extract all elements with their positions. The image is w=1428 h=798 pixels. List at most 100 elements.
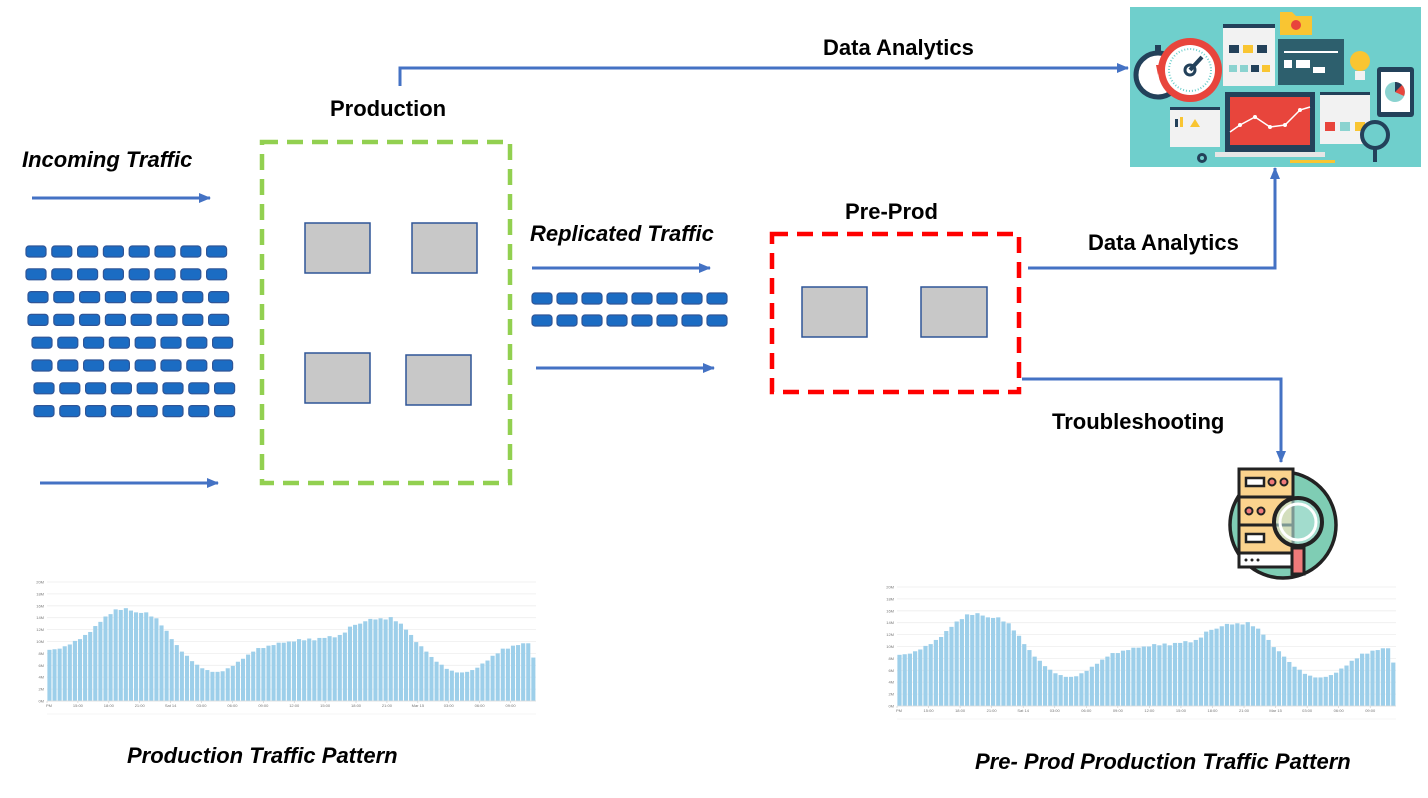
chart-bar (918, 649, 923, 706)
traffic-packet (681, 314, 703, 327)
chart-bar (970, 614, 975, 706)
chart-bar (363, 621, 368, 701)
traffic-packet (53, 291, 75, 304)
chart-bar (220, 671, 225, 701)
chart-bar (1136, 647, 1141, 706)
production-label: Production (330, 96, 447, 121)
chart-bar (276, 642, 281, 701)
traffic-packet (188, 405, 210, 418)
chart-bar (996, 617, 1001, 706)
traffic-packet (208, 291, 230, 304)
traffic-packet (556, 314, 578, 327)
chart-bar (1094, 663, 1100, 706)
chart-bar (1131, 647, 1136, 706)
y-tick-label: 20M (886, 585, 894, 590)
chart-bar (1271, 647, 1276, 706)
chart-bar (912, 651, 918, 706)
production-server (411, 222, 478, 274)
chart-bar (424, 651, 429, 701)
x-tick-label: Sat 14 (1017, 708, 1029, 713)
incoming-packets (25, 245, 236, 418)
chart-bar (88, 631, 93, 701)
chart-bar (1370, 650, 1375, 706)
chart-bar (938, 636, 944, 706)
traffic-packet (25, 268, 47, 281)
chart-bar (980, 615, 985, 706)
x-tick-label: PM (46, 703, 52, 708)
chart-bar (1037, 660, 1042, 706)
traffic-packet (160, 336, 182, 349)
chart-bar (1302, 673, 1308, 706)
x-tick-label: 06:00 (1081, 708, 1092, 713)
traffic-packet (78, 313, 101, 326)
traffic-packet (25, 245, 47, 258)
chart-bar (1365, 653, 1370, 706)
chart-bar (139, 612, 144, 701)
traffic-packet (128, 245, 150, 258)
chart-bar (190, 661, 195, 701)
traffic-packet (84, 405, 107, 418)
traffic-packet (631, 292, 653, 305)
x-tick-label: 18:00 (955, 708, 966, 713)
chart-bar (465, 671, 470, 701)
x-tick-label: Mar 15 (1269, 708, 1282, 713)
chart-bar (358, 623, 363, 701)
production-pattern-caption: Production Traffic Pattern (127, 743, 398, 768)
chart-bar (1349, 660, 1354, 706)
y-tick-label: 8M (38, 651, 44, 656)
x-tick-label: 09:00 (258, 703, 269, 708)
chart-bar (144, 612, 149, 701)
chart-bar (378, 618, 383, 701)
traffic-packet (581, 292, 603, 305)
chart-bar (67, 644, 72, 701)
chart-bar (240, 658, 246, 701)
traffic-packet (33, 405, 55, 418)
traffic-packet (51, 268, 73, 281)
y-tick-label: 6M (888, 668, 894, 673)
chart-bar (1380, 648, 1386, 706)
chart-bar (1308, 675, 1313, 706)
chart-bar (959, 619, 964, 706)
x-tick-label: 15:00 (73, 703, 84, 708)
chart-bar (964, 614, 970, 706)
production-server (304, 352, 371, 404)
traffic-packet (180, 268, 202, 281)
chart-bar (128, 610, 133, 701)
chart-bar (103, 616, 108, 701)
y-tick-label: 4M (888, 680, 894, 685)
traffic-packet (208, 313, 230, 326)
chart-bar (485, 660, 490, 701)
y-tick-label: 14M (36, 615, 44, 620)
chart-bar (1198, 637, 1204, 706)
chart-bar (990, 617, 996, 706)
traffic-packet (206, 268, 228, 281)
troubleshooting-label: Troubleshooting (1052, 409, 1225, 434)
chart-bar (1110, 653, 1115, 706)
chart-bar (495, 653, 500, 701)
chart-bar (1375, 650, 1380, 706)
traffic-packet (681, 292, 703, 305)
x-tick-label: 18:00 (1207, 708, 1218, 713)
chart-bar (1334, 672, 1339, 706)
chart-bar (510, 645, 516, 701)
chart-bar (429, 656, 434, 701)
traffic-packet (31, 359, 53, 372)
traffic-packet (206, 245, 228, 258)
chart-bar (246, 654, 251, 701)
chart-bar (985, 617, 990, 706)
chart-bar (949, 626, 954, 706)
chart-bar (439, 664, 444, 701)
traffic-packet (581, 314, 603, 327)
traffic-packet (102, 268, 125, 281)
chart-bar (1006, 623, 1011, 706)
traffic-packet (556, 292, 578, 305)
x-tick-label: 09:00 (506, 703, 517, 708)
chart-bar (449, 670, 454, 701)
chart-bar (179, 651, 184, 701)
x-tick-label: 03:00 (1050, 708, 1061, 713)
preprod-server (920, 286, 988, 338)
chart-bar (118, 609, 123, 701)
y-tick-label: 12M (36, 627, 44, 632)
traffic-packet (186, 359, 208, 372)
